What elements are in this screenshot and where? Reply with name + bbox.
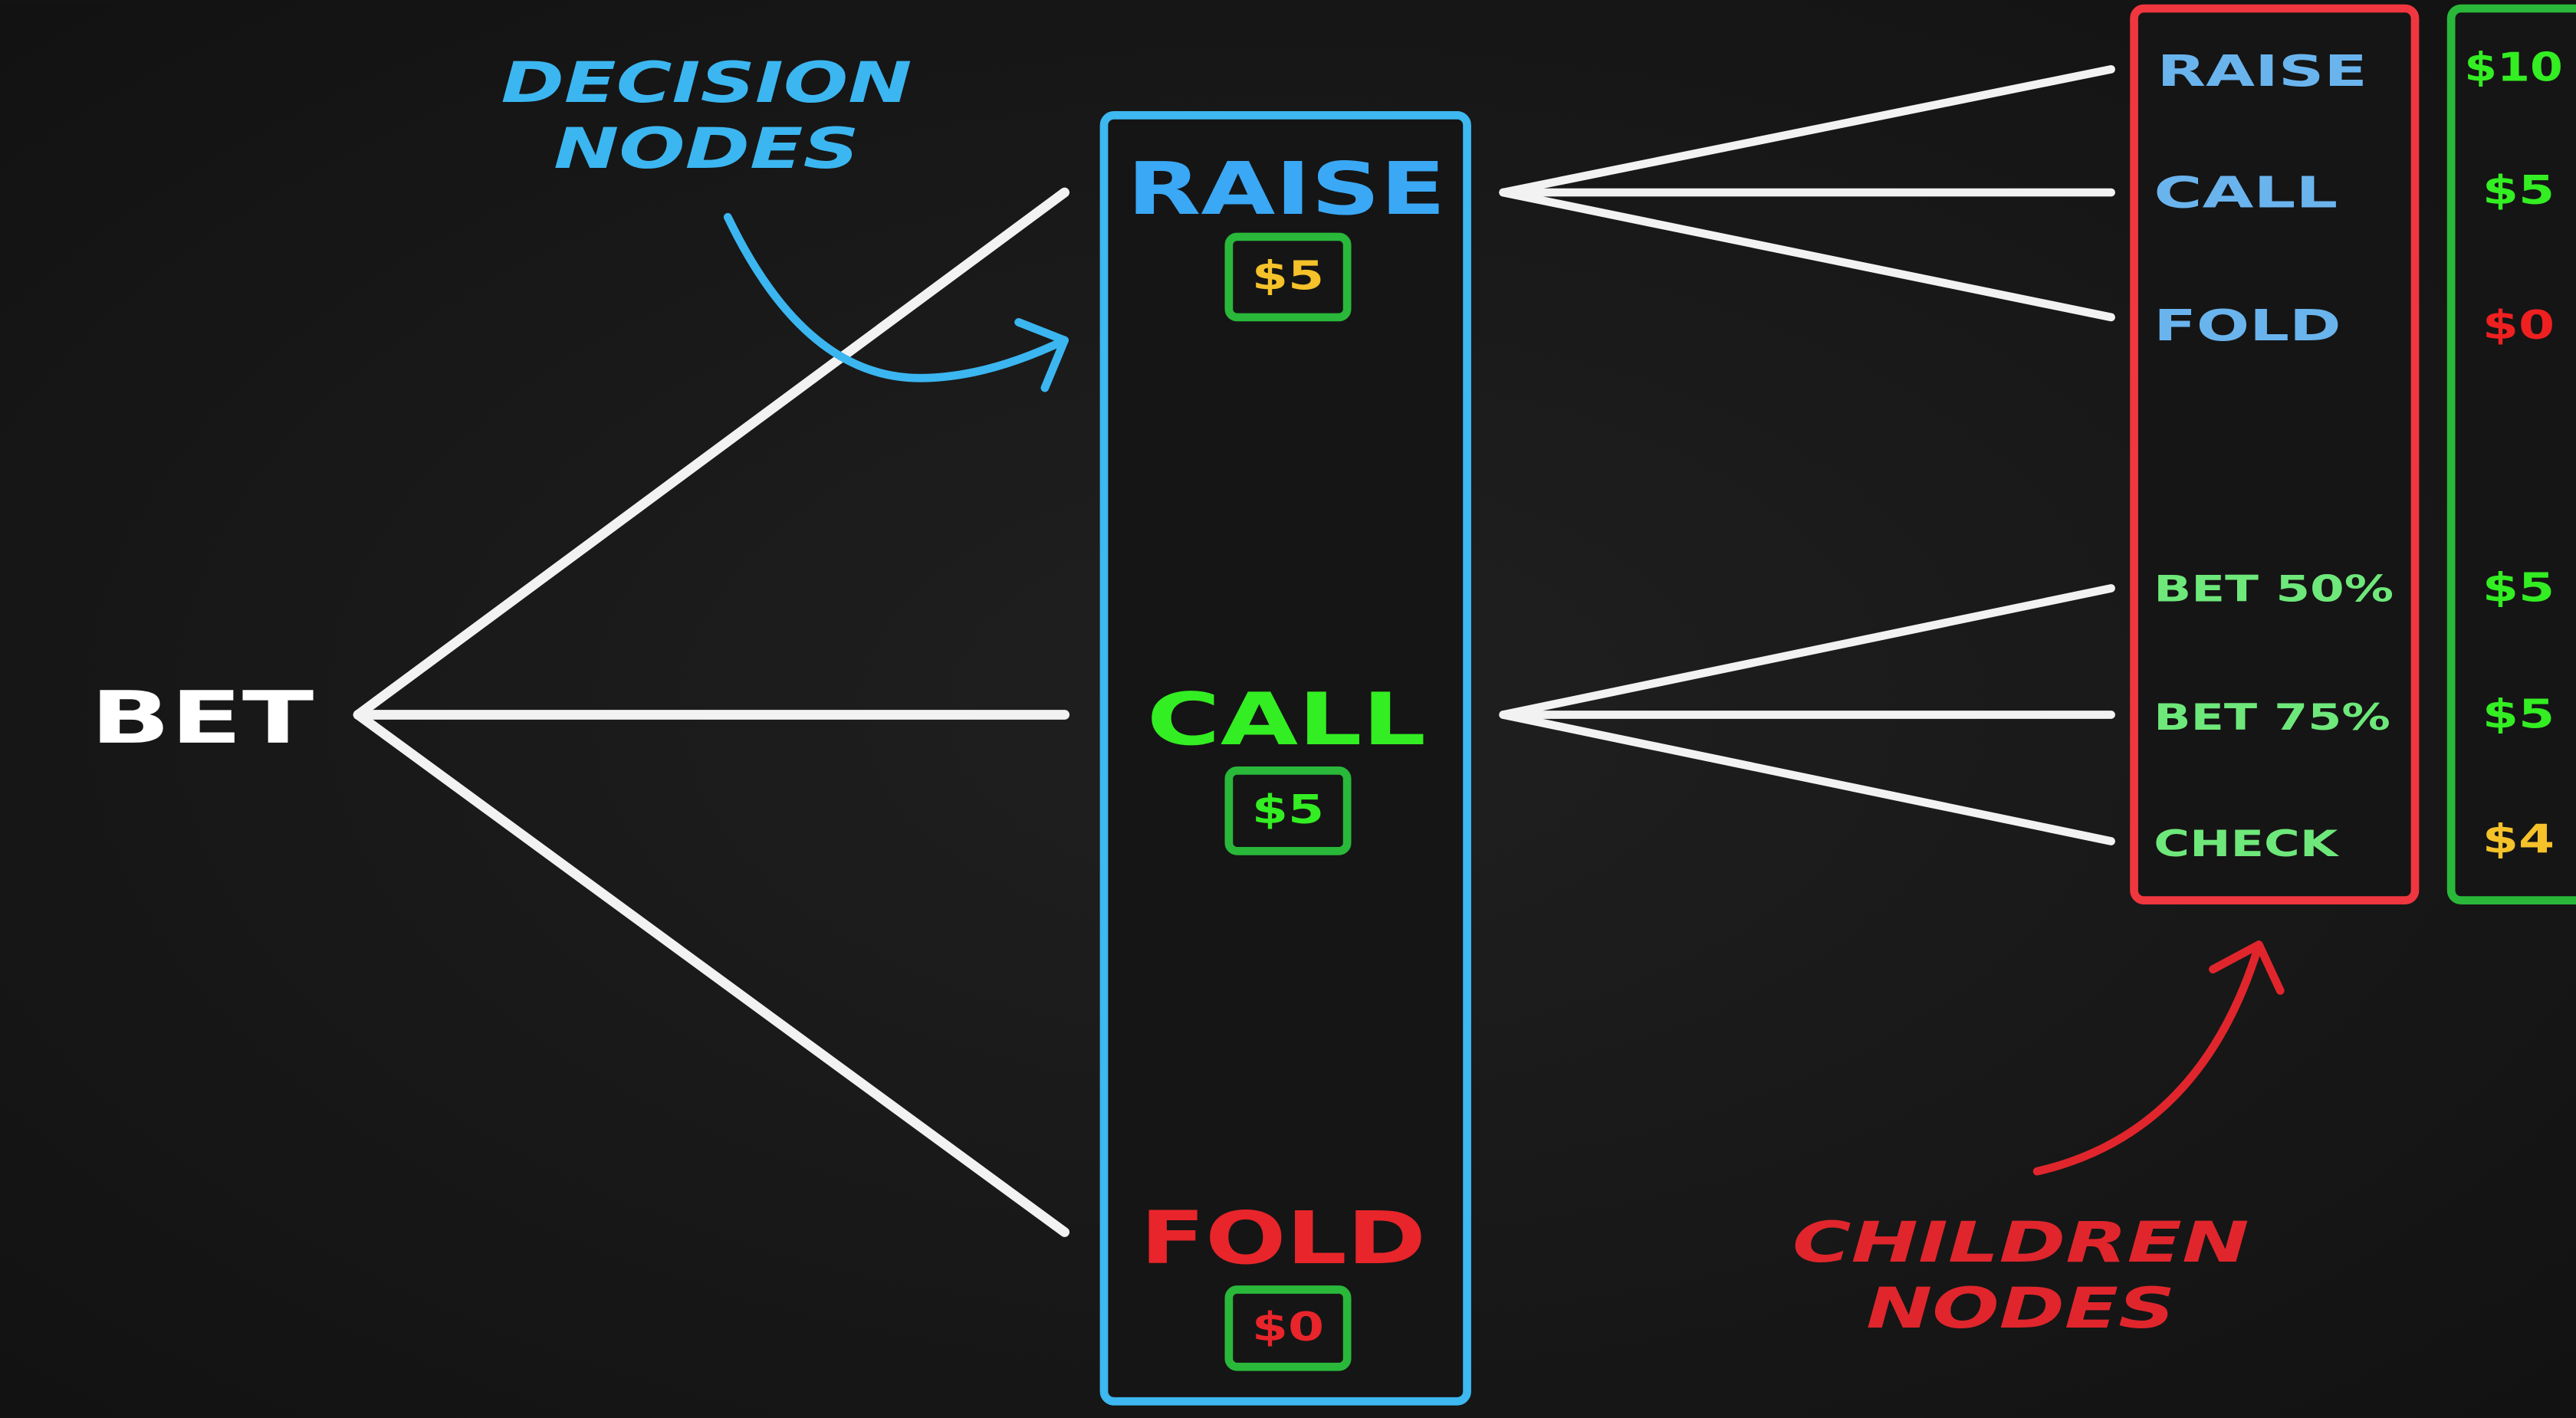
children-values: $10 $5 $0 $5 $5 $4 [2464,44,2563,862]
value-fold: $0 [1252,1305,1324,1351]
decision-nodes-box [1099,111,1471,1406]
value-box-raise [1224,232,1352,322]
value-raise: $5 [1252,254,1324,300]
child-value-check: $4 [2482,817,2555,863]
children-arrow-icon [2032,940,2285,1176]
children-nodes-annotation: CHILDREN NODES [1792,1210,2249,1341]
children-labels: RAISE CALL FOLD BET 50% BET 75% CHECK [2154,47,2394,865]
child-value-bet-75: $5 [2482,692,2555,738]
value-box-call [1224,766,1352,855]
value-box-fold [1224,1285,1352,1371]
children-annotation-line2: NODES [1866,1276,2175,1341]
child-node-call: CALL [2154,168,2338,218]
decision-arrow-icon [723,212,1069,392]
decision-nodes-annotation: DECISION NODES [501,51,912,182]
decision-node-raise: RAISE [1127,147,1446,231]
child-edges [1499,65,2115,845]
child-node-raise: RAISE [2157,47,2367,97]
child-node-check: CHECK [2154,823,2339,865]
root-node-bet: BET [90,676,314,760]
child-value-call: $5 [2482,168,2555,214]
decision-node-fold: FOLD [1140,1196,1426,1281]
child-value-raise: $10 [2464,44,2563,90]
edge-bet-fold [353,710,1070,1237]
edge-call-check [1499,711,2115,845]
edge-raise-raise [1499,65,2115,197]
child-value-bet-50: $5 [2482,566,2555,612]
edge-bet-raise [353,187,1070,720]
decision-annotation-line2: NODES [554,117,859,182]
decision-node-call: CALL [1147,678,1426,762]
root-edges [353,187,1070,1237]
child-node-bet-75: BET 75% [2154,697,2390,739]
children-annotation-line1: CHILDREN [1792,1210,2249,1275]
value-call: $5 [1252,787,1324,833]
child-node-bet-50: BET 50% [2154,569,2394,611]
edge-raise-fold [1499,188,2115,322]
children-nodes-box [2130,4,2420,904]
children-values-box [2446,4,2576,904]
edge-call-bet50 [1499,584,2115,719]
decision-annotation-line1: DECISION [501,51,912,116]
child-node-fold: FOLD [2154,301,2341,351]
child-value-fold: $0 [2482,303,2555,349]
